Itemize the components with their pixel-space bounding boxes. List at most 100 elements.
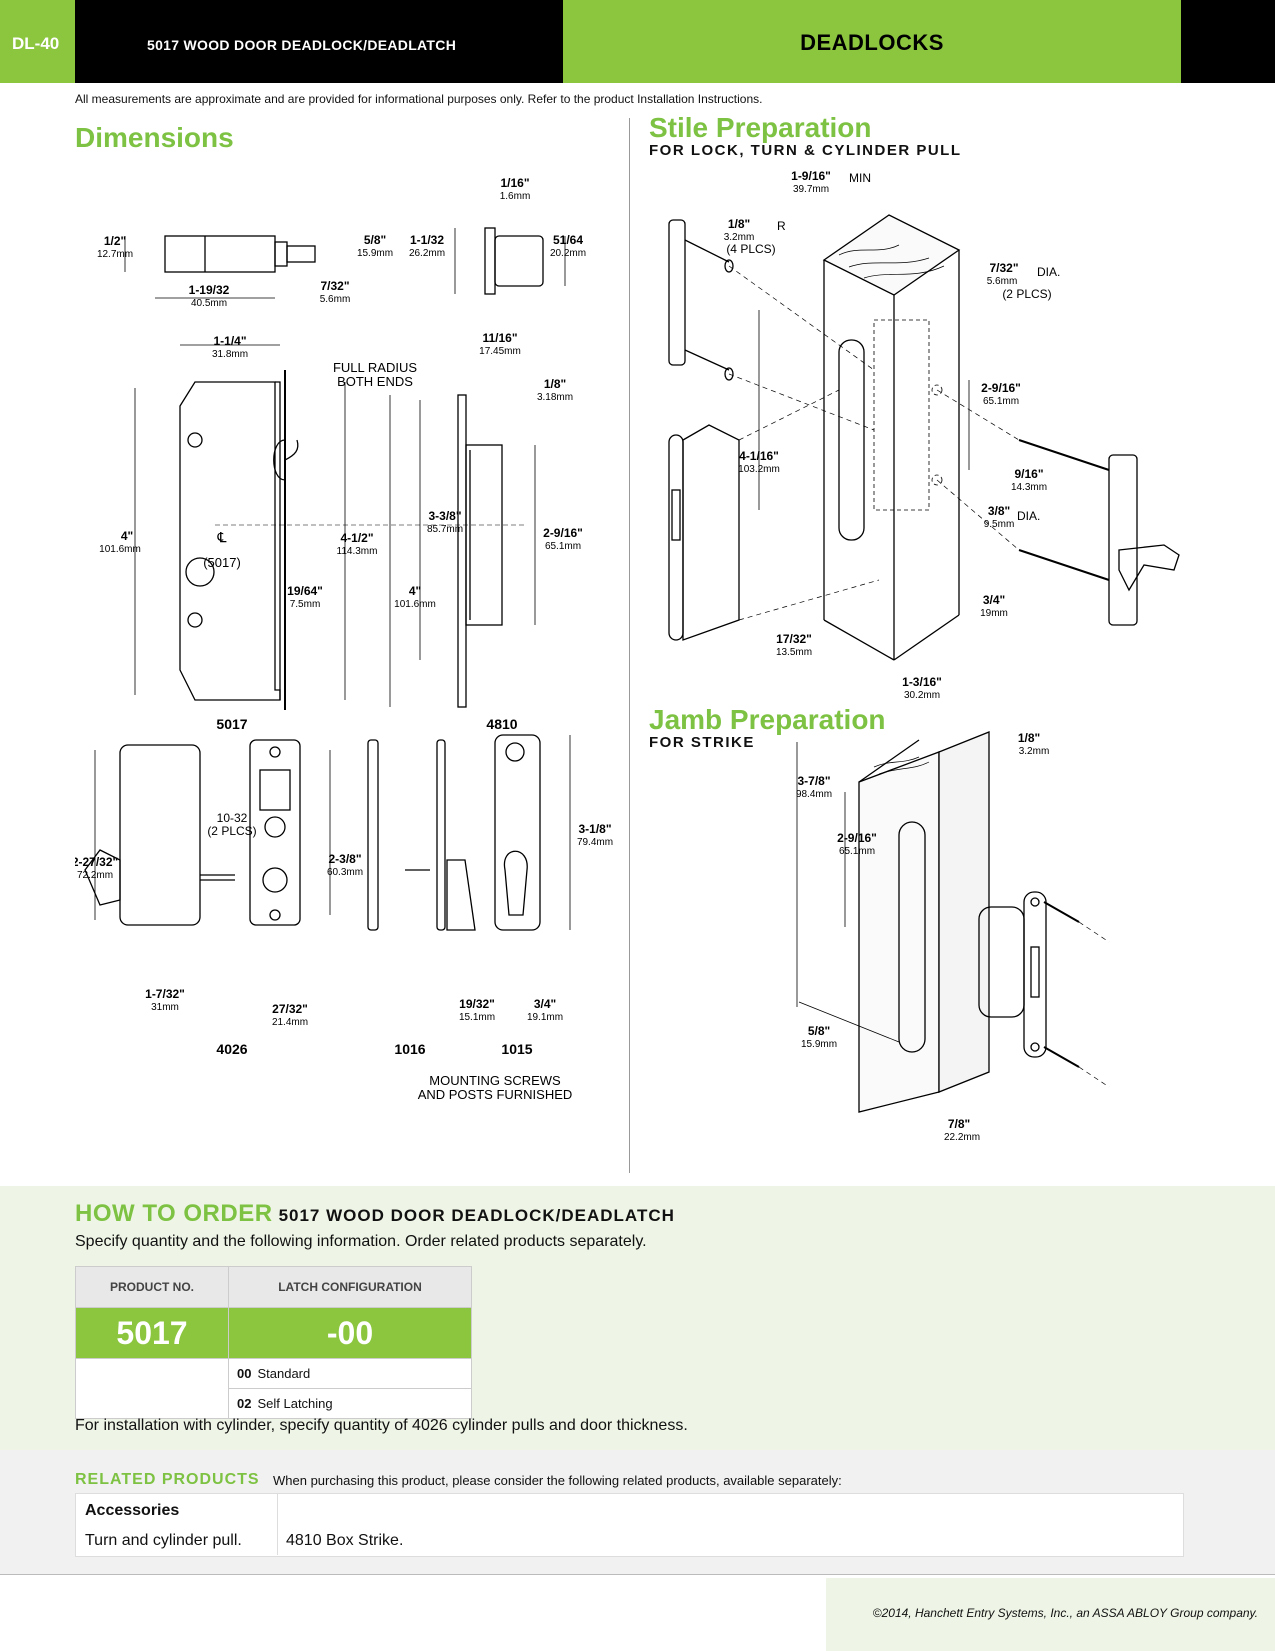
dim-mm: 72.2mm	[77, 870, 113, 881]
related-products-table	[75, 1493, 1184, 1557]
column-header-product-no: PRODUCT NO.	[75, 1266, 229, 1308]
screw-note: 10-32	[217, 811, 248, 825]
dim-note: DIA.	[1017, 509, 1040, 523]
footer-rule	[0, 1574, 1275, 1575]
dim-mm: 3.2mm	[724, 232, 755, 243]
dim-mm: 13.5mm	[776, 647, 812, 658]
screw-note: (2 PLCS)	[207, 824, 256, 838]
dim-label: 1-1/4"	[213, 334, 246, 348]
related-products-title: RELATED PRODUCTS	[75, 1471, 260, 1488]
related-product-item: Turn and cylinder pull.	[85, 1532, 242, 1549]
full-radius-note: BOTH ENDS	[337, 374, 413, 389]
how-to-order-title: HOW TO ORDER 5017 WOOD DOOR DEADLOCK/DEAD…	[75, 1200, 675, 1228]
option-label: Standard	[257, 1366, 311, 1381]
dim-label: 27/32"	[272, 1002, 308, 1016]
stile-subtitle: FOR LOCK, TURN & CYLINDER PULL	[649, 142, 962, 159]
dim-mm: 15.1mm	[459, 1012, 495, 1023]
centerline-label: (5017)	[203, 555, 241, 570]
dim-label: 5/8"	[808, 1024, 830, 1038]
how-to-order-heading: HOW TO ORDER	[75, 1200, 273, 1227]
dim-label: 1/16"	[500, 176, 529, 190]
dim-mm: 15.9mm	[357, 248, 393, 259]
model-label: 1015	[501, 1041, 532, 1057]
dim-mm: 15.9mm	[801, 1039, 837, 1050]
dim-mm: 65.1mm	[545, 541, 581, 552]
related-products-description: When purchasing this product, please con…	[273, 1473, 842, 1488]
model-label: 5017	[216, 716, 247, 732]
dim-mm: 12.7mm	[97, 249, 133, 260]
dim-label: 1-1/32	[410, 233, 444, 247]
model-label: 1016	[394, 1041, 425, 1057]
dim-mm: 5.6mm	[987, 276, 1018, 287]
dim-label: 51/64	[553, 233, 583, 247]
mounting-note: AND POSTS FURNISHED	[418, 1087, 573, 1100]
dim-label: 5/8"	[364, 233, 386, 247]
dim-mm: 19.1mm	[527, 1012, 563, 1023]
centerline-symbol: ℄	[217, 529, 227, 545]
dim-mm: 3.2mm	[1019, 746, 1050, 757]
dim-label: 7/32"	[320, 279, 349, 293]
dim-mm: 101.6mm	[99, 544, 141, 555]
dim-mm: 65.1mm	[839, 846, 875, 857]
dim-label: 3/4"	[534, 997, 556, 1011]
dim-label: 1-7/32"	[145, 987, 185, 1001]
dim-label: 9/16"	[1014, 467, 1043, 481]
dim-label: 1/2"	[104, 234, 126, 248]
header-right-block	[1181, 0, 1275, 83]
dim-mm: 30.2mm	[904, 690, 940, 700]
dim-label: 2-9/16"	[543, 526, 583, 540]
product-title: 5017 WOOD DOOR DEADLOCK/DEADLATCH	[147, 37, 457, 53]
dim-label: 1/8"	[728, 217, 750, 231]
dim-label: 1/8"	[544, 377, 566, 391]
dim-label: 3-3/8"	[428, 509, 461, 523]
jamb-preparation-drawing: 1/8" 3.2mm 3-7/8" 98.4mm 2-9/16" 65.1mm …	[796, 731, 1110, 1143]
dim-mm: 79.4mm	[577, 837, 613, 848]
copyright: ©2014, Hanchett Entry Systems, Inc., an …	[872, 1606, 1258, 1620]
dim-label: 4-1/2"	[340, 531, 373, 545]
how-to-order-product: 5017 WOOD DOOR DEADLOCK/DEADLATCH	[278, 1206, 675, 1225]
stile-preparation-drawing: 1-9/16" 39.7mm MIN 1/8" 3.2mm R (4 PLCS)…	[668, 170, 1180, 700]
model-label: 4810	[486, 716, 517, 732]
page-number: DL-40	[12, 34, 60, 53]
order-table: PRODUCT NO. LATCH CONFIGURATION 5017 -00…	[75, 1266, 472, 1419]
dim-mm: 31.8mm	[212, 349, 248, 360]
dim-label: 1/8"	[1018, 731, 1040, 745]
dim-label: 4"	[121, 529, 133, 543]
dim-mm: 14.3mm	[1011, 482, 1047, 493]
dim-mm: 114.3mm	[337, 546, 378, 557]
dim-mm: 31mm	[151, 1002, 179, 1013]
dim-mm: 7.5mm	[290, 599, 321, 610]
disclaimer: All measurements are approximate and are…	[75, 92, 763, 106]
header-category-bar: DEADLOCKS	[563, 0, 1181, 83]
dim-mm: 103.2mm	[738, 464, 780, 475]
dim-label: 17/32"	[776, 632, 812, 646]
category-title: DEADLOCKS	[800, 30, 944, 55]
jamb-title: Jamb Preparation	[649, 704, 886, 735]
column-header-latch-configuration: LATCH CONFIGURATION	[228, 1266, 472, 1308]
header-title-bar: 5017 WOOD DOOR DEADLOCK/DEADLATCH	[75, 0, 563, 83]
dim-mm: 40.5mm	[191, 298, 227, 309]
dim-label: 19/32"	[459, 997, 495, 1011]
mounting-note: MOUNTING SCREWS	[429, 1073, 561, 1088]
option-code: 02	[237, 1396, 252, 1411]
full-radius-note: FULL RADIUS	[333, 360, 417, 375]
jamb-subtitle: FOR STRIKE	[649, 734, 755, 751]
model-label: 4026	[216, 1041, 247, 1057]
order-instructions: Specify quantity and the following infor…	[75, 1233, 647, 1250]
product-number-cell: 5017	[75, 1307, 229, 1359]
dim-mm: 22.2mm	[944, 1132, 980, 1143]
related-products-heading: Accessories	[85, 1502, 180, 1519]
dim-mm: 26.2mm	[409, 248, 445, 259]
dim-label: 3-7/8"	[797, 774, 830, 788]
dim-mm: 39.7mm	[793, 184, 829, 195]
dim-mm: 9.5mm	[984, 519, 1015, 530]
column-divider	[629, 118, 630, 1173]
dim-label: 3-1/8"	[578, 822, 611, 836]
table-divider	[277, 1493, 278, 1555]
dim-label: 1-9/16"	[791, 170, 831, 183]
dim-label: 1-19/32	[189, 283, 230, 297]
dim-mm: 85.7mm	[427, 524, 463, 535]
dimensions-drawing: 1/2" 12.7mm 1-19/32 40.5mm 7/32" 5.6mm 5…	[75, 176, 613, 1100]
dim-mm: 19mm	[980, 608, 1008, 619]
dim-mm: 65.1mm	[983, 396, 1019, 407]
